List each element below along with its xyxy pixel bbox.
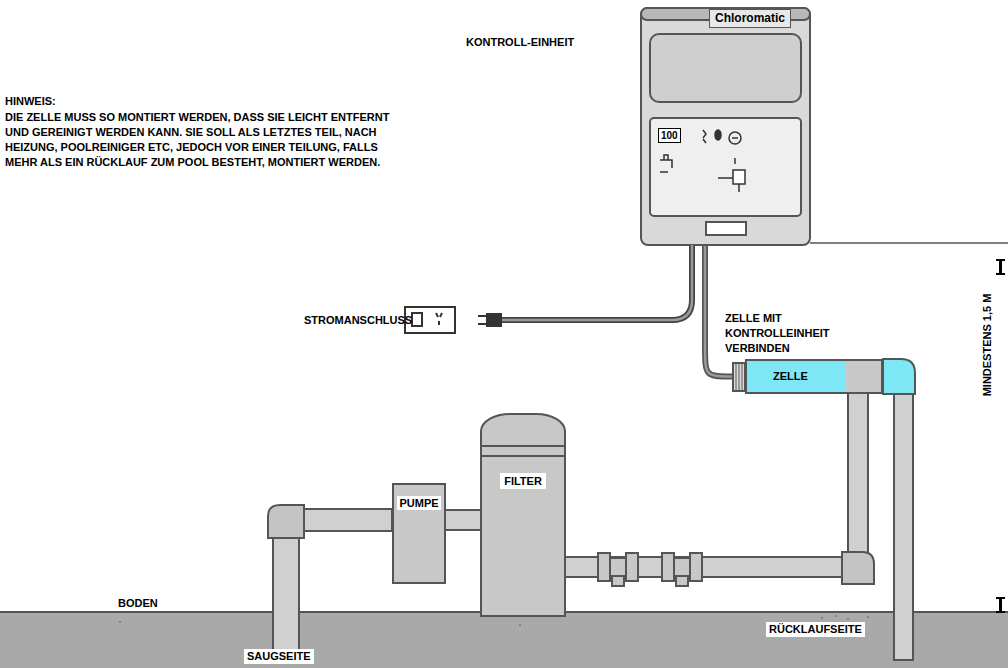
power-socket bbox=[405, 307, 455, 333]
filter-band bbox=[482, 445, 564, 457]
suction-pipe bbox=[273, 525, 299, 660]
cell-connector bbox=[733, 363, 745, 391]
dimension-label: MINDESTENS 1,5 M bbox=[980, 292, 995, 399]
pump-box: PUMPE bbox=[392, 483, 446, 584]
filter-tank: FILTER bbox=[480, 413, 566, 617]
dimension-line bbox=[810, 243, 1008, 244]
cable-connector bbox=[705, 245, 745, 377]
connector-outline bbox=[705, 245, 745, 377]
node-label: Chloromatic bbox=[709, 9, 791, 28]
connector-outline bbox=[566, 394, 858, 567]
electrolysis-cell: ZELLE bbox=[745, 359, 883, 394]
control-unit-housing bbox=[641, 8, 810, 245]
unit-name: KONTROLL-EINHEIT bbox=[466, 35, 636, 50]
pipe bbox=[304, 509, 392, 531]
dimension-mark bbox=[996, 259, 1005, 613]
connector-outline bbox=[446, 509, 480, 531]
node-label: FILTER bbox=[500, 473, 546, 489]
display-value: 100 bbox=[658, 128, 681, 143]
ground-label: BODEN bbox=[118, 596, 158, 611]
suction-side-label: SAUGSEITE bbox=[244, 649, 314, 664]
power-label: STROMANSCHLUSS bbox=[304, 313, 412, 328]
cable-note: ZELLE MIT KONTROLLEINHEIT VERBINDEN bbox=[725, 311, 865, 356]
plug bbox=[478, 313, 502, 327]
return-pipe bbox=[894, 392, 913, 660]
return-side-label: RÜCKLAUFSEITE bbox=[766, 622, 865, 637]
pipe-elbow bbox=[268, 505, 304, 538]
node-label: PUMPE bbox=[397, 496, 440, 510]
pipe-connector bbox=[566, 394, 858, 567]
note-text: DIE ZELLE MUSS SO MONTIERT WERDEN, DASS … bbox=[5, 110, 410, 170]
connector-core bbox=[705, 245, 745, 377]
valve bbox=[662, 553, 702, 586]
cell-elbow bbox=[883, 359, 915, 394]
pipe-connector bbox=[446, 520, 480, 521]
connector-core bbox=[566, 394, 858, 567]
control-unit: Chloromatic bbox=[641, 8, 810, 245]
ground bbox=[0, 612, 1008, 668]
connector-core bbox=[446, 511, 480, 529]
note-heading: HINWEIS: bbox=[5, 94, 145, 109]
power-cable bbox=[500, 245, 692, 320]
node-label: ZELLE bbox=[773, 361, 808, 392]
valve bbox=[598, 553, 638, 586]
pipe-elbow bbox=[842, 552, 874, 584]
power-cable bbox=[500, 245, 692, 320]
